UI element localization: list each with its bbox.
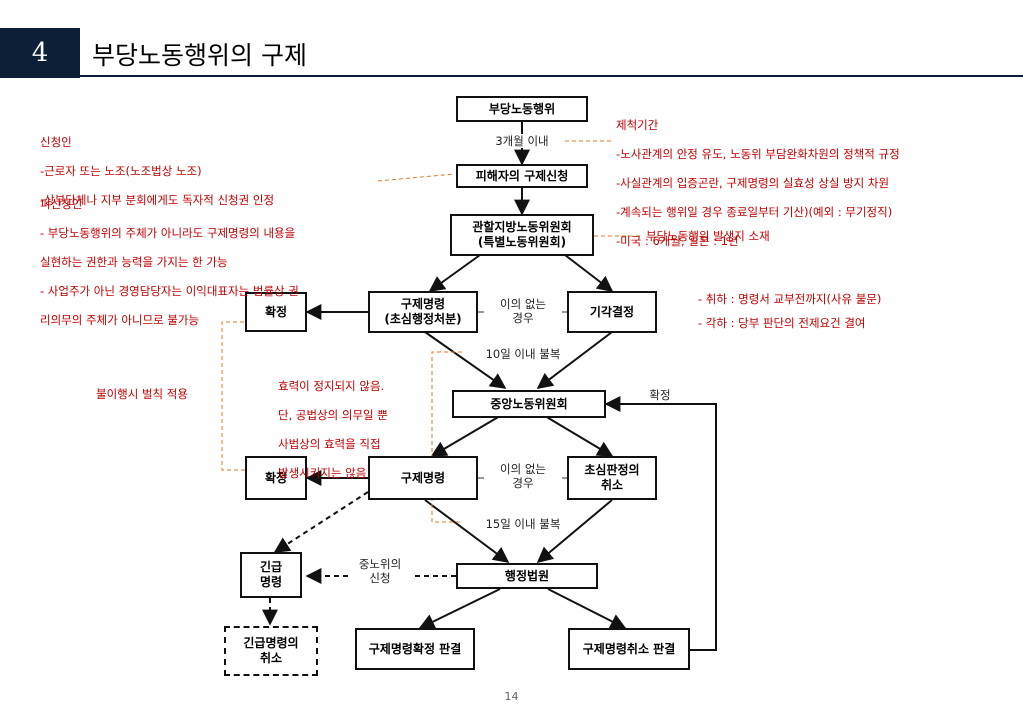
arrow-order2-to-urgent xyxy=(273,491,369,553)
note-link-effect xyxy=(431,351,462,523)
note-effect: 효력이 정지되지 않음. 단, 공법상의 의무일 뿐 사법상의 효력을 직접 발… xyxy=(278,364,438,495)
node-remedy-confirm-ruling: 구제명령확정 판결 xyxy=(355,628,475,670)
arrow-cancel-to-court xyxy=(536,499,613,564)
note-withdrawal: - 취하 : 명령서 교부전까지(사유 불문) xyxy=(698,292,882,306)
edge-label-central-request: 중노위의 신청 xyxy=(348,557,412,585)
edge-label-appeal-15-days: 15일 이내 불복 xyxy=(485,517,561,531)
note-link-respondent xyxy=(377,173,455,182)
note-respondent-title: 피신청인 xyxy=(40,196,83,211)
note-exclusion-line: -미국 : 6개월, 일본 : 1년 xyxy=(616,233,739,248)
note-applicant-line: -상부단체나 지부 분회에게도 독자적 신청권 인정 xyxy=(40,192,275,207)
note-applicant: 신청인 -근로자 또는 노조(노조법상 노조) -상부단체나 지부 분회에게도 … xyxy=(40,120,370,222)
node-regional-commission: 관할지방노동위원회 (특별노동위원회) xyxy=(450,214,594,256)
edge-label-within-3-months: 3개월 이내 xyxy=(482,134,562,148)
arrow-dismissal-to-central xyxy=(536,331,613,389)
arrow-central-to-order2 xyxy=(430,415,501,457)
arrow-cancel-ruling-back-to-central xyxy=(604,396,717,651)
page-title: 부당노동행위의 구제 xyxy=(92,41,307,70)
node-remedy-order-first: 구제명령 (초심행정처분) xyxy=(368,291,478,333)
node-confirm-1: 확정 xyxy=(245,292,307,332)
note-effect-line: 효력이 정지되지 않음. xyxy=(278,378,385,393)
note-exclusion-line: -노사관계의 안정 유도, 노동위 부담완화차원의 정책적 규정 xyxy=(616,146,900,161)
note-applicant-title: 신청인 xyxy=(40,134,72,149)
arrow-court-to-confirm-ruling xyxy=(418,588,501,629)
note-exclusion-period: 제척기간 -노사관계의 안정 유도, 노동위 부담완화차원의 정책적 규정 -사… xyxy=(616,103,996,263)
note-exclusion-line: -계속되는 행위일 경우 종료일부터 기산)(예외 : 무기정직) xyxy=(616,204,893,219)
edge-label-no-objection-1: 이의 없는 경우 xyxy=(484,297,562,325)
node-administrative-court: 행정법원 xyxy=(456,563,598,589)
section-number-badge: 4 xyxy=(0,28,80,78)
arrow-regional-to-order xyxy=(428,254,481,292)
header-rule xyxy=(80,75,1023,77)
edge-label-appeal-10-days: 10일 이내 불복 xyxy=(485,347,561,361)
node-cancel-first-decision: 초심판정의 취소 xyxy=(567,456,657,500)
note-respondent-line: 실현하는 권한과 능력을 가지는 한 가능 xyxy=(40,254,228,269)
node-unfair-labor: 부당노동행위 xyxy=(456,96,588,122)
arrow-central-to-cancel xyxy=(544,415,614,457)
note-exclusion-title: 제척기간 xyxy=(616,117,659,132)
node-remedy-cancel-ruling: 구제명령취소 판결 xyxy=(568,628,690,670)
note-penalty: 불이행시 벌칙 적용 xyxy=(96,387,188,401)
note-dismiss-reason: - 각하 : 당부 판단의 전제요건 결여 xyxy=(698,316,866,330)
arrow-order-to-central xyxy=(424,331,507,389)
arrow-order2-to-court xyxy=(424,499,510,563)
note-effect-line: 발생시키지는 않음 xyxy=(278,465,367,480)
note-respondent-line: 리의무의 주체가 아니므로 불가능 xyxy=(40,312,200,327)
note-exclusion-line: -사실관계의 입증곤란, 구제명령의 실효성 상실 방지 차원 xyxy=(616,175,890,190)
node-remedy-order-second: 구제명령 xyxy=(368,456,478,500)
note-applicant-line: -근로자 또는 노조(노조법상 노조) xyxy=(40,163,202,178)
edge-label-confirm-back: 확정 xyxy=(649,388,671,402)
arrow-court-to-cancel-ruling xyxy=(547,588,627,629)
node-urgent-order: 긴급 명령 xyxy=(240,552,302,598)
note-respondent-line: - 사업주가 아닌 경영담당자는 이익대표자는 법률상 권 xyxy=(40,283,299,298)
note-effect-line: 사법상의 효력을 직접 xyxy=(278,436,381,451)
node-dismissal: 기각결정 xyxy=(567,291,657,333)
note-jurisdiction: 부당노동행위 발생지 소재 xyxy=(646,229,770,243)
arrow-regional-to-dismissal xyxy=(564,254,614,292)
node-confirm-2: 확정 xyxy=(245,456,307,500)
note-respondent-line: - 부당노동행위의 주체가 아니라도 구제명령의 내용을 xyxy=(40,225,296,240)
node-victim-request: 피해자의 구제신청 xyxy=(456,164,588,188)
note-effect-line: 단, 공법상의 의무일 뿐 xyxy=(278,407,388,422)
note-link-penalty xyxy=(221,321,258,471)
node-central-commission: 중앙노동위원회 xyxy=(452,390,606,418)
node-cancel-urgent-order: 긴급명령의 취소 xyxy=(224,626,318,676)
edge-label-no-objection-2: 이의 없는 경우 xyxy=(484,462,562,490)
page-number: 14 xyxy=(504,690,519,703)
note-respondent: 피신청인 - 부당노동행위의 주체가 아니라도 구제명령의 내용을 실현하는 권… xyxy=(40,182,380,342)
